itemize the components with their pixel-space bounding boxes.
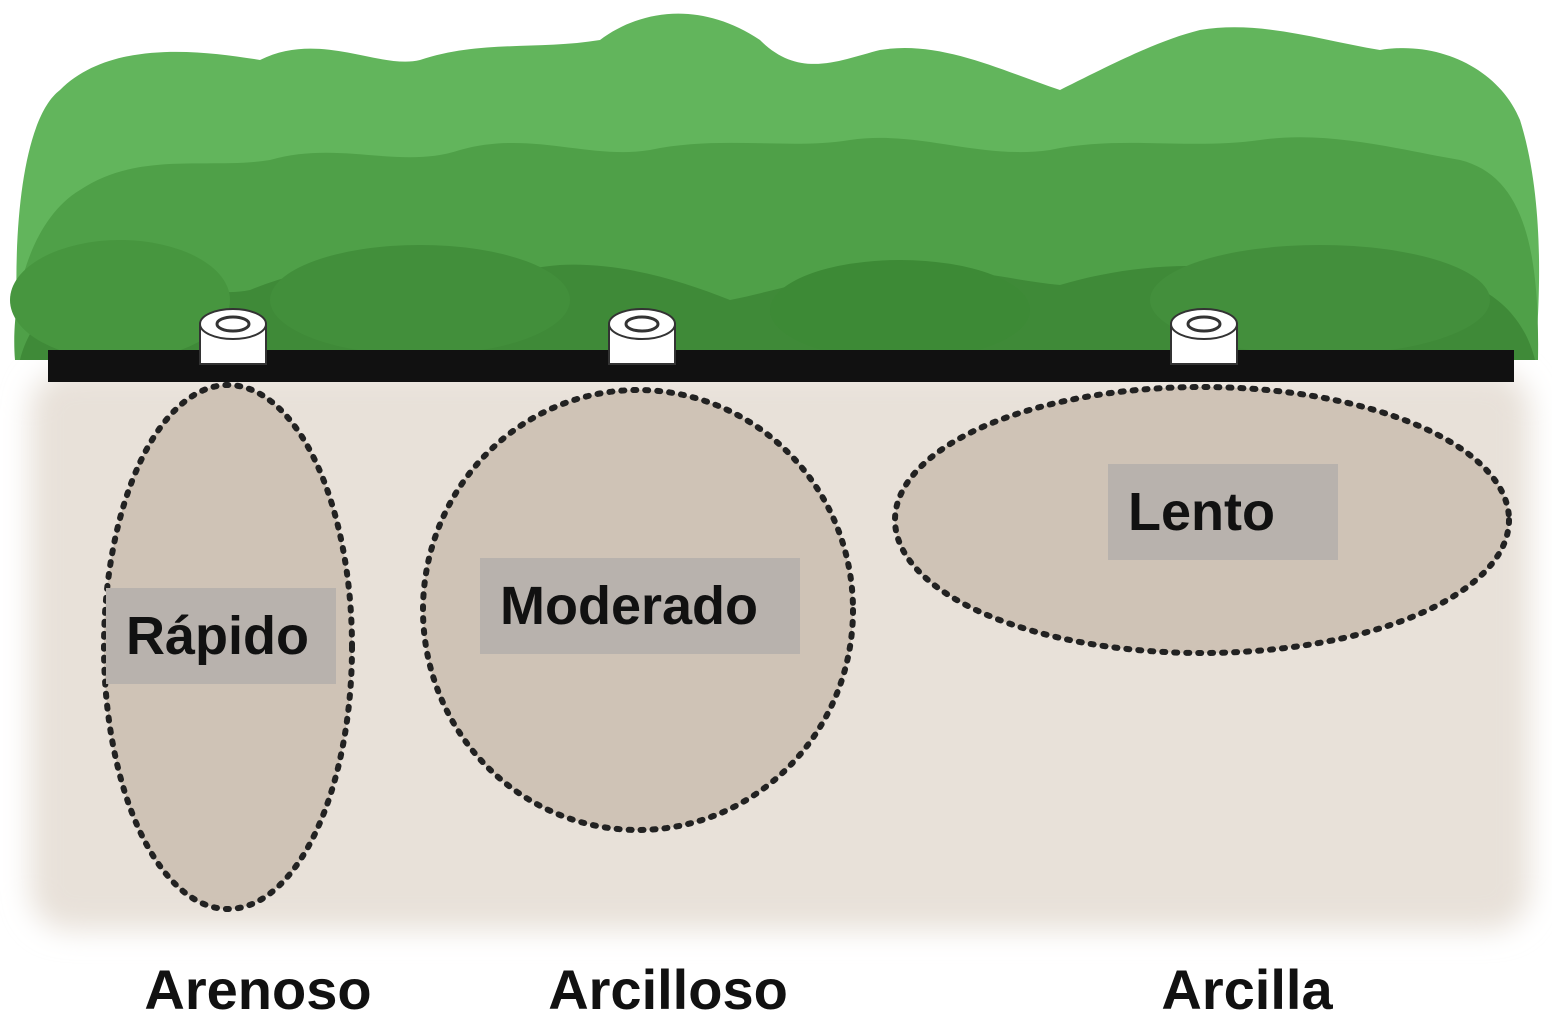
soil-label-arcilloso: Arcilloso [548, 958, 788, 1021]
canopy-blob [270, 245, 570, 355]
rate-label-lento: Lento [1108, 464, 1338, 560]
soil-label-arcilla: Arcilla [1161, 958, 1333, 1021]
rate-label-moderado: Moderado [480, 558, 800, 654]
rate-label-rapido: Rápido [106, 588, 336, 684]
emitter-arcilla [1170, 308, 1238, 365]
soil-label-arenoso: Arenoso [144, 958, 372, 1021]
plant-canopy [10, 13, 1540, 361]
drip-line [48, 350, 1514, 382]
emitter-arcilloso [608, 308, 676, 365]
canopy-blob [10, 240, 230, 360]
emitter-arenoso [199, 308, 267, 365]
canopy-blob [770, 260, 1030, 360]
